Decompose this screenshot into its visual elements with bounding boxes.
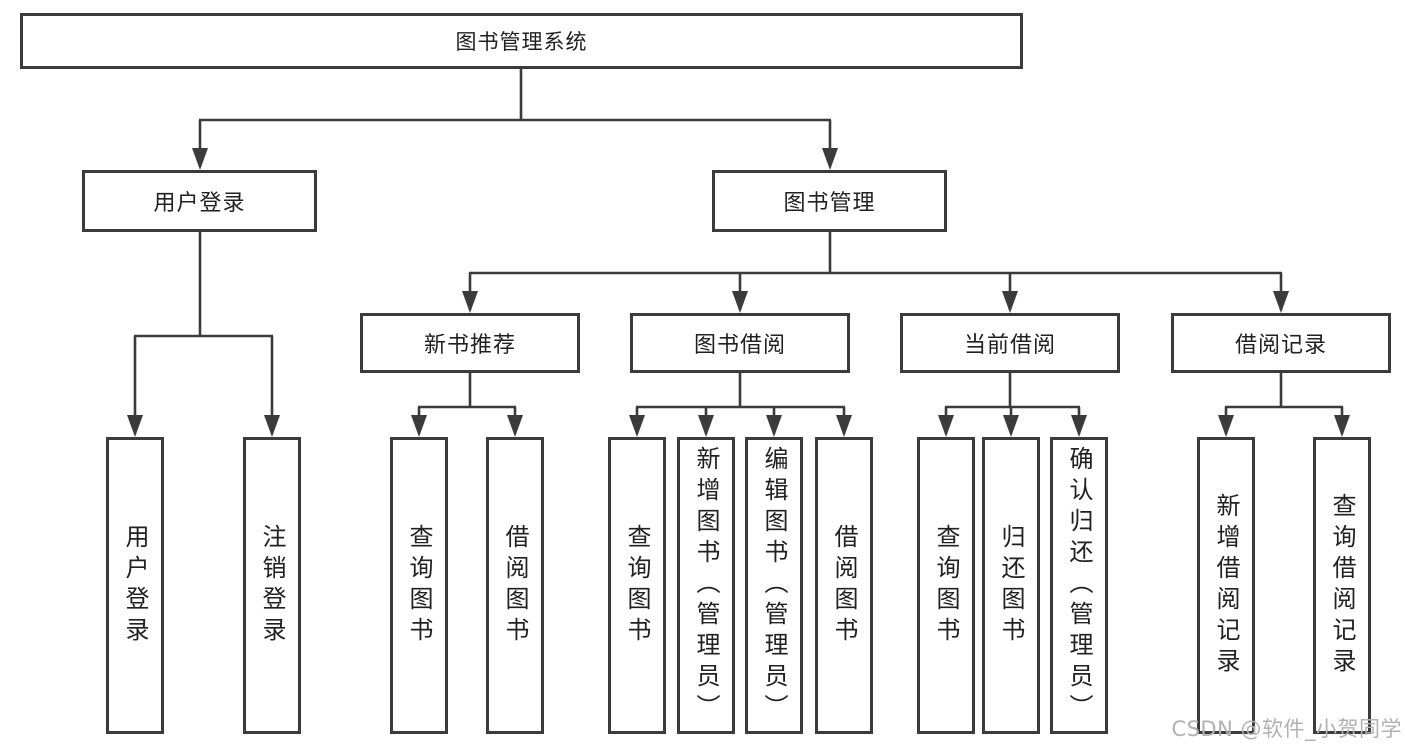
node-current-borrowing: 当前借阅 (900, 313, 1120, 373)
leaf-query-books-recommend: 查询图书 (390, 437, 448, 734)
leaf-add-borrow-record: 新增借阅记录 (1197, 437, 1255, 734)
leaf-label: 归还图书 (997, 523, 1025, 648)
leaf-label: 新增图书（管理员） (692, 446, 720, 725)
leaf-label: 查询借阅记录 (1328, 492, 1356, 679)
leaf-label: 编辑图书（管理员） (760, 446, 788, 725)
leaf-label: 注销登录 (258, 523, 286, 648)
leaf-label: 借阅图书 (501, 523, 529, 648)
node-new-book-recommendation: 新书推荐 (360, 313, 580, 373)
leaf-label: 查询图书 (932, 523, 960, 648)
leaf-query-books-borrowing: 查询图书 (608, 437, 666, 734)
node-library-management-system: 图书管理系统 (20, 13, 1023, 69)
leaf-label: 查询图书 (405, 523, 433, 648)
leaf-query-borrow-record: 查询借阅记录 (1313, 437, 1371, 734)
leaf-label: 借阅图书 (830, 523, 858, 648)
leaf-label: 查询图书 (623, 523, 651, 648)
node-book-management: 图书管理 (712, 170, 947, 232)
watermark: CSDN @软件_小贺同学 (1171, 717, 1402, 741)
leaf-borrow-books-borrowing: 借阅图书 (815, 437, 873, 734)
leaf-borrow-books-recommend: 借阅图书 (486, 437, 544, 734)
leaf-label: 确认归还（管理员） (1065, 446, 1093, 725)
leaf-user-login: 用户登录 (106, 437, 164, 734)
node-book-borrowing: 图书借阅 (630, 313, 850, 373)
node-user-login: 用户登录 (82, 170, 317, 232)
leaf-label: 用户登录 (121, 523, 149, 648)
leaf-query-books-current: 查询图书 (917, 437, 975, 734)
leaf-edit-book-admin: 编辑图书（管理员） (745, 437, 803, 734)
leaf-add-book-admin: 新增图书（管理员） (677, 437, 735, 734)
node-borrowing-records: 借阅记录 (1171, 313, 1391, 373)
leaf-return-book: 归还图书 (982, 437, 1040, 734)
leaf-label: 新增借阅记录 (1212, 492, 1240, 679)
leaf-logout: 注销登录 (243, 437, 301, 734)
leaf-confirm-return-admin: 确认归还（管理员） (1050, 437, 1108, 734)
